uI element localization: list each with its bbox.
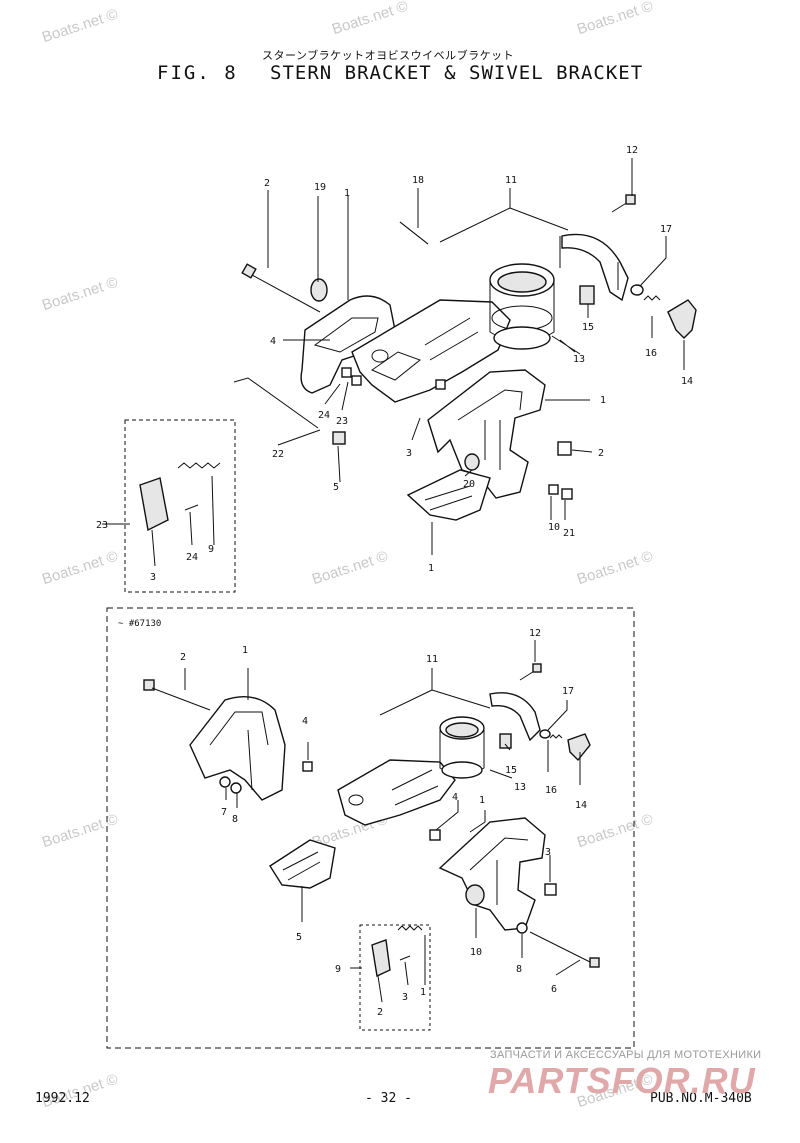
brand-logo-text: PARTSFOR.RU [488, 1060, 756, 1101]
upper-callout-3: 3 [406, 448, 412, 459]
swivel-bracket-body [337, 759, 456, 826]
lower-callout-4: 4 [452, 792, 458, 803]
upper-callout-14: 14 [681, 376, 693, 387]
stern-bracket-right [427, 369, 546, 499]
lower-callout-5: 5 [296, 932, 302, 943]
thrust-washer-part [464, 453, 480, 471]
upper-callout-2: 2 [598, 448, 604, 459]
nut-part [435, 379, 446, 390]
lower-callout-12: 12 [529, 628, 541, 639]
nut-part [561, 488, 573, 500]
upper-callout-15: 15 [582, 322, 594, 333]
bolt-part [611, 194, 636, 213]
lower-callout-10: 10 [470, 947, 482, 958]
upper-callout-18: 18 [412, 175, 424, 186]
spring-part [643, 295, 661, 301]
upper-callout-1: 1 [428, 563, 434, 574]
lower-callout-6: 6 [551, 984, 557, 995]
upper-callout-17: 17 [660, 224, 672, 235]
lower-callout-14: 14 [575, 800, 587, 811]
nut-part [557, 441, 572, 456]
lock-lever-part [139, 477, 169, 532]
upper-callout-23: 23 [96, 520, 108, 531]
lower-callout-7: 7 [221, 807, 227, 818]
bolt-part [241, 263, 321, 313]
upper-callout-1: 1 [344, 188, 350, 199]
swivel-clamp-part [561, 233, 629, 302]
page-number: - 32 - [365, 1091, 412, 1106]
inset-serial-label: ~ #67130 [118, 619, 161, 629]
lower-callout-1: 1 [479, 795, 485, 806]
lower-callout-2: 2 [377, 1007, 383, 1018]
upper-callout-13: 13 [573, 354, 585, 365]
upper-callout-12: 12 [626, 145, 638, 156]
lower-callout-3: 3 [545, 847, 551, 858]
washer-part [548, 484, 559, 495]
swivel-bushing-part [489, 263, 555, 350]
stern-bracket-right [438, 817, 546, 931]
lower-callout-1: 1 [242, 645, 248, 656]
lower-callout-2: 2 [180, 652, 186, 663]
lower-callout-9: 9 [335, 964, 341, 975]
pin-part [184, 504, 199, 511]
lower-callout-11: 11 [426, 654, 438, 665]
lower-callout-15: 15 [505, 765, 517, 776]
upper-callout-16: 16 [645, 348, 657, 359]
lower-assembly [143, 640, 600, 1031]
knob-part [667, 299, 697, 339]
upper-callout-2: 2 [264, 178, 270, 189]
lower-callout-17: 17 [562, 686, 574, 697]
upper-callout-19: 19 [314, 182, 326, 193]
upper-callout-24: 24 [186, 552, 198, 563]
washer-part [630, 284, 644, 296]
washer-part [341, 367, 352, 378]
tilt-rod-part [233, 377, 319, 429]
upper-callout-1: 1 [600, 395, 606, 406]
lower-callout-8: 8 [516, 964, 522, 975]
japanese-title: スターンブラケットオヨビスウイベルブラケット [262, 49, 515, 62]
nut-part [332, 431, 346, 445]
spring-part [177, 462, 221, 469]
stern-bracket-left [189, 696, 286, 801]
upper-callout-5: 5 [333, 482, 339, 493]
collar-part [310, 278, 328, 302]
lower-callout-16: 16 [545, 785, 557, 796]
tilt-lock-part [579, 285, 595, 305]
lower-callout-4: 4 [302, 716, 308, 727]
upper-callout-10: 10 [548, 522, 560, 533]
brand-tagline: ЗАПЧАСТИ И АКСЕССУАРЫ ДЛЯ МОТОТЕХНИКИ [490, 1049, 762, 1061]
upper-callout-24: 24 [318, 410, 330, 421]
upper-callout-21: 21 [563, 528, 575, 539]
upper-callout-3: 3 [150, 572, 156, 583]
thru-pin-part [399, 221, 429, 245]
upper-callout-20: 20 [463, 479, 475, 490]
swivel-bracket-body [351, 299, 511, 403]
lower-callout-8: 8 [232, 814, 238, 825]
upper-callout-22: 22 [272, 449, 284, 460]
figure-number: FIG. 8 [157, 62, 238, 84]
upper-assembly [102, 158, 697, 593]
upper-callout-11: 11 [505, 175, 517, 186]
diagram-title: STERN BRACKET & SWIVEL BRACKET [270, 62, 644, 84]
lower-callout-3: 3 [402, 992, 408, 1003]
publication-number: PUB.NO.M-340B [650, 1091, 752, 1106]
upper-callout-9: 9 [208, 544, 214, 555]
inset-frame [106, 607, 635, 1049]
print-date: 1992.12 [35, 1091, 90, 1106]
nut-part [351, 375, 362, 386]
clamp-plate-part [406, 469, 491, 521]
upper-callout-23: 23 [336, 416, 348, 427]
lower-callout-1: 1 [420, 987, 426, 998]
lower-callout-13: 13 [514, 782, 526, 793]
upper-callout-4: 4 [270, 336, 276, 347]
